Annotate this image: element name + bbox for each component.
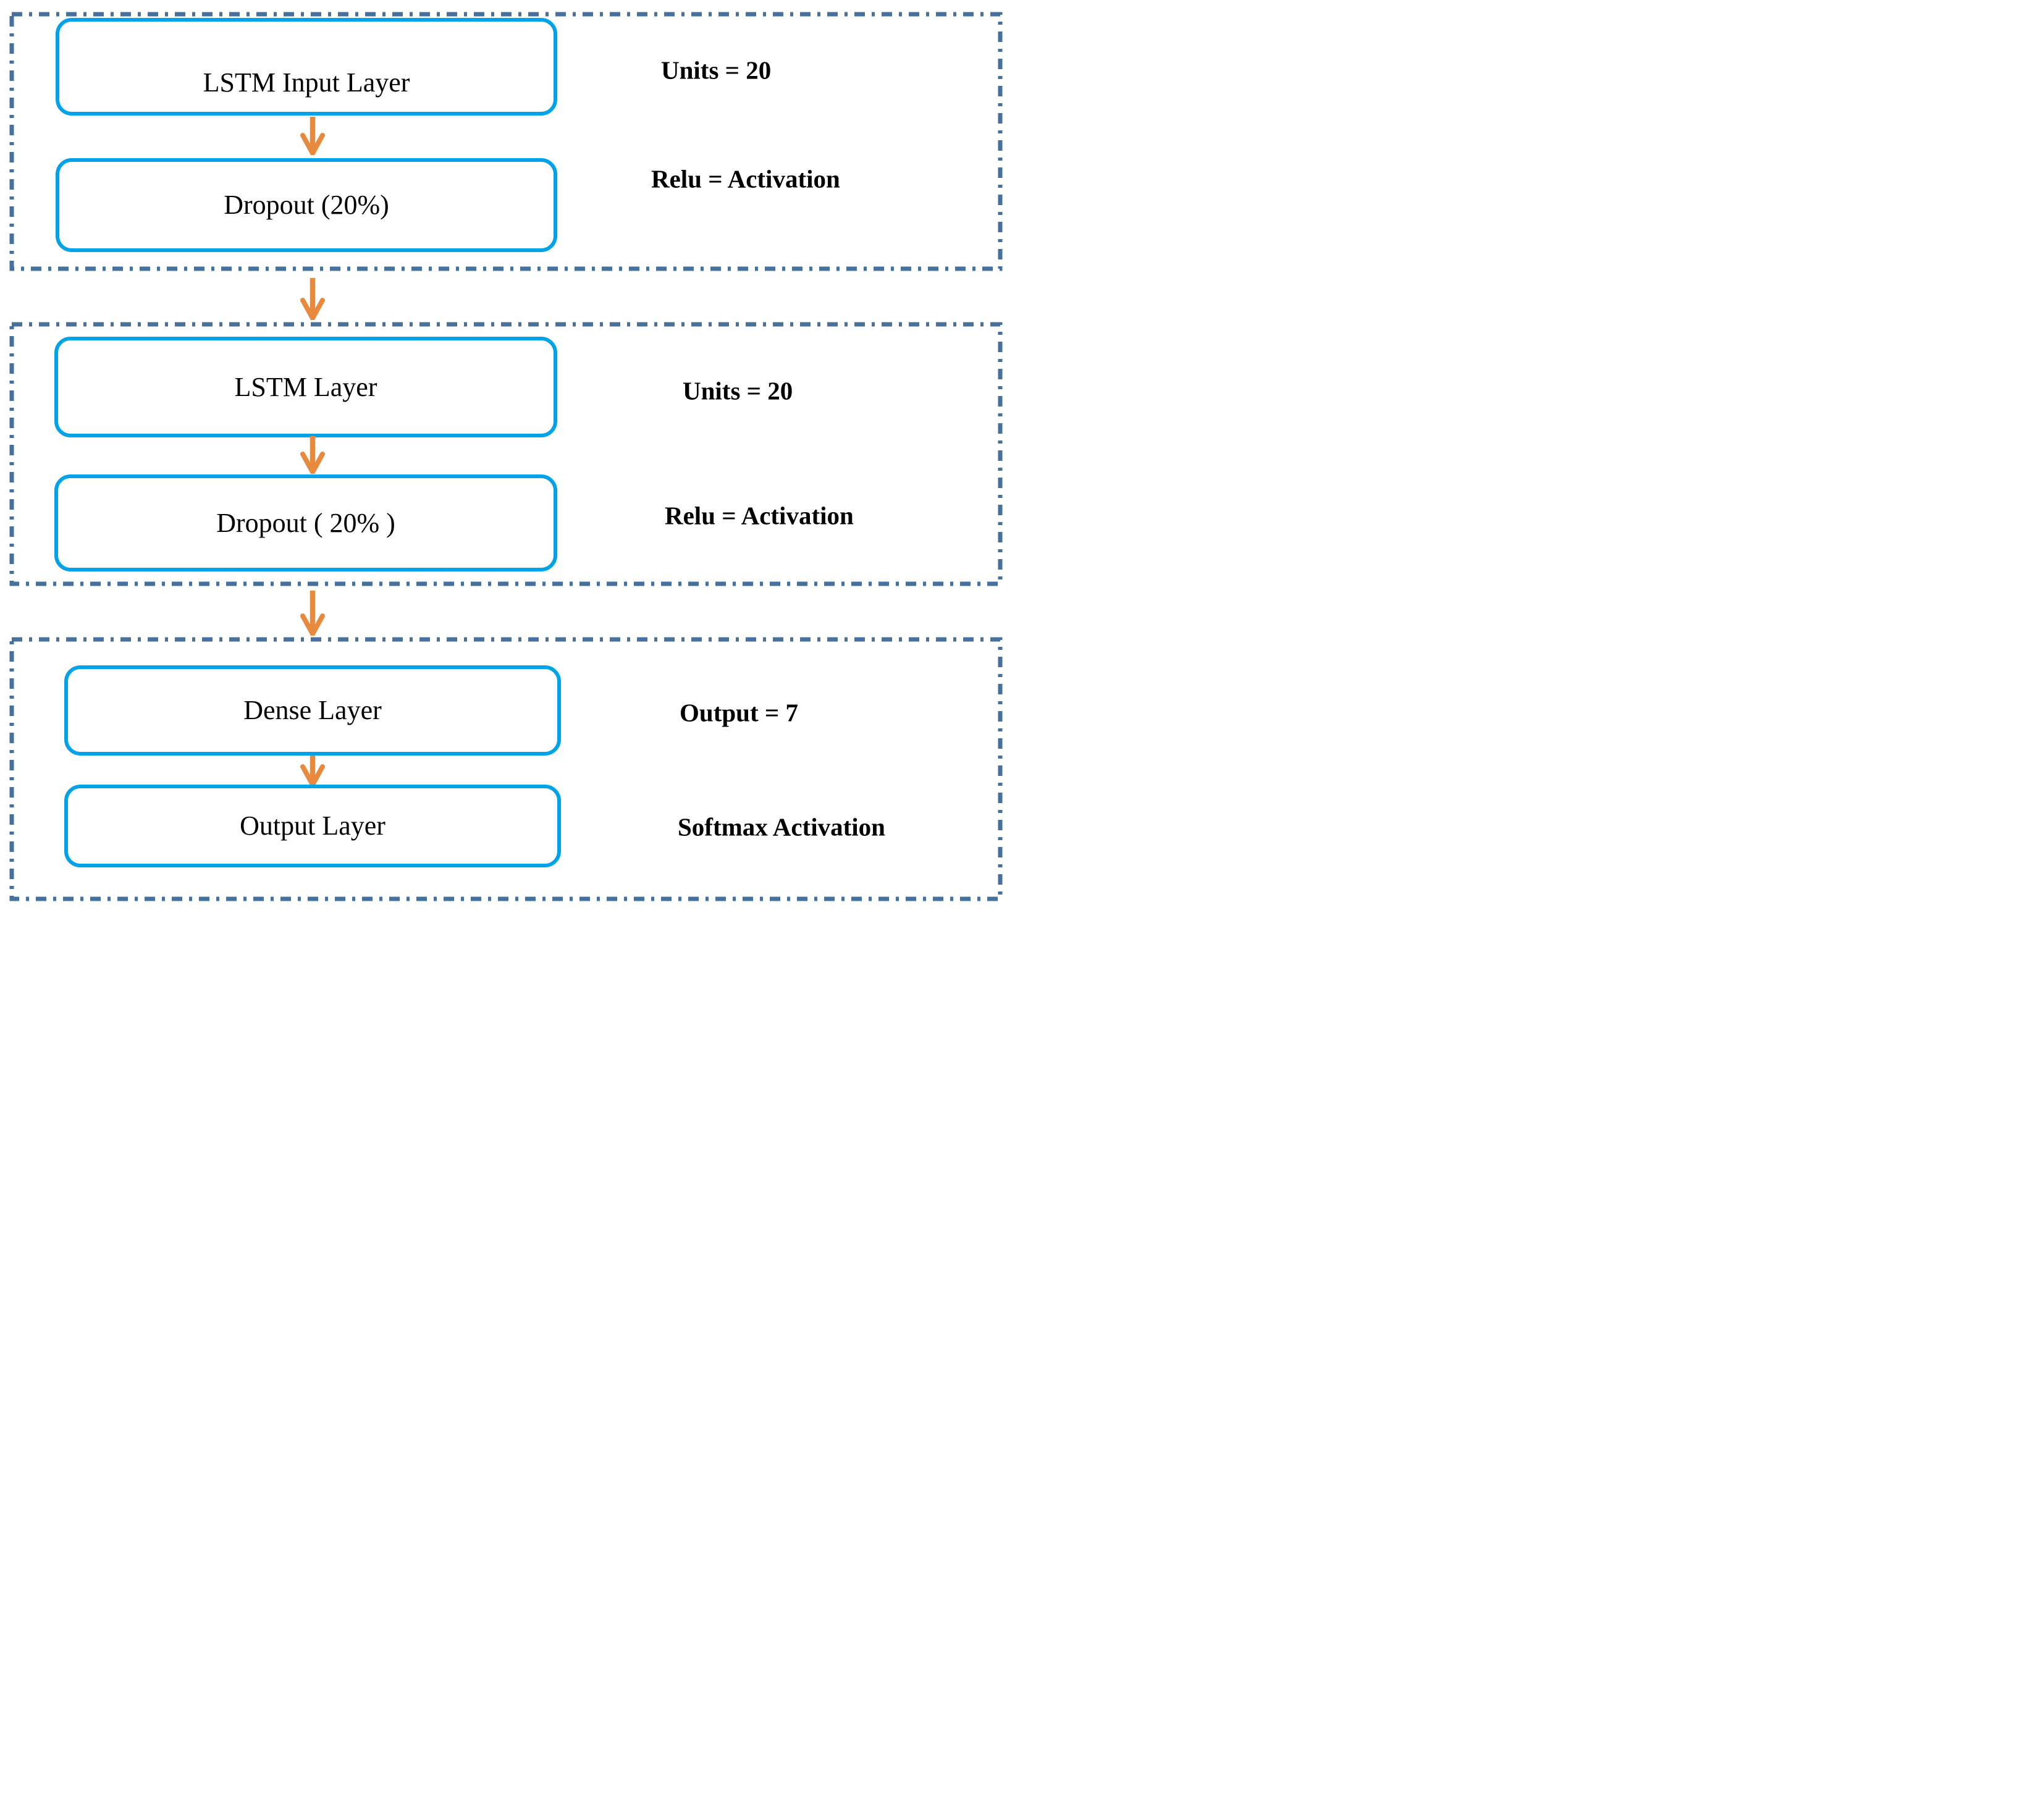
box-output-layer: Output Layer (64, 785, 561, 867)
box-dropout-1: Dropout (20%) (56, 158, 557, 252)
down-arrow-icon (300, 436, 325, 474)
annotation-relu-2: Relu = Activation (665, 501, 854, 530)
annotation-units-2: Units = 20 (683, 376, 793, 405)
down-arrow-icon (300, 756, 325, 786)
box-label-dense-layer: Dense Layer (243, 695, 382, 725)
annotation-units-1: Units = 20 (661, 56, 772, 85)
down-arrow-icon (300, 278, 325, 320)
box-dense-layer: Dense Layer (64, 665, 561, 756)
box-label-lstm-layer: LSTM Layer (234, 371, 377, 402)
stage-3-container-border (9, 637, 1003, 901)
stage-1-container-border (9, 12, 1003, 271)
box-label-output-layer: Output Layer (240, 811, 385, 841)
stage-2-container-border (9, 322, 1003, 586)
box-dropout-2: Dropout ( 20% ) (54, 474, 557, 571)
box-label-lstm-input-layer: LSTM Input Layer (203, 67, 410, 98)
annotation-softmax: Softmax Activation (678, 812, 885, 841)
box-lstm-input-layer: LSTM Input Layer (56, 18, 557, 116)
down-arrow-icon (300, 591, 325, 636)
box-lstm-layer: LSTM Layer (54, 337, 557, 437)
box-label-dropout-1: Dropout (20%) (224, 190, 389, 220)
annotation-output-7: Output = 7 (680, 698, 798, 727)
box-label-dropout-2: Dropout ( 20% ) (216, 507, 395, 538)
annotation-relu-1: Relu = Activation (651, 164, 840, 193)
lstm-architecture-diagram: LSTM Input Layer Dropout (20%) Units = 2… (0, 0, 1011, 910)
down-arrow-icon (300, 117, 325, 155)
